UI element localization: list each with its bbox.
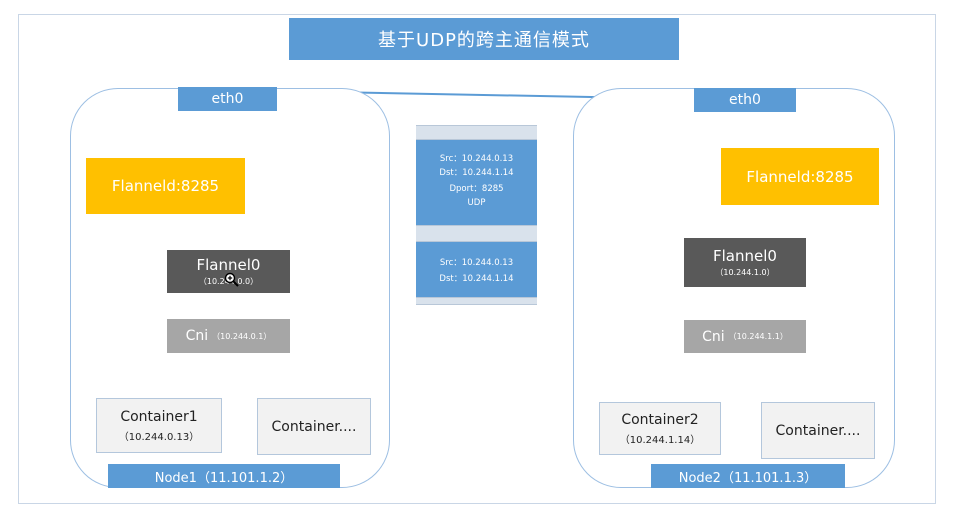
udp-packet: Src：10.244.0.13 Dst：10.244.1.14 Dport：82… xyxy=(416,125,537,305)
node2-cni-label: Cni xyxy=(702,328,725,345)
node1-eth0: eth0 xyxy=(178,87,277,111)
node1-cni-ip: （10.244.0.1） xyxy=(212,331,272,341)
node1-container-more-label: Container.... xyxy=(271,418,357,435)
node1-label: Node1（11.101.1.2） xyxy=(108,464,340,488)
node1-container1: Container1 （10.244.0.13） xyxy=(96,398,222,453)
diagram-title: 基于UDP的跨主通信模式 xyxy=(289,18,679,60)
node2-container-more: Container.... xyxy=(761,402,875,459)
node2-container2-ip: （10.244.1.14） xyxy=(619,434,701,446)
packet-outer-proto: UDP xyxy=(467,198,486,208)
node1-cni-label: Cni xyxy=(185,328,209,344)
node1-flannel0-label: Flannel0 xyxy=(196,256,261,274)
node2-cni-ip: （10.244.1.1） xyxy=(728,332,788,341)
zoom-in-magnifier-icon xyxy=(224,272,239,287)
node1-container1-ip: （10.244.0.13） xyxy=(118,431,200,443)
node2-cni: Cni （10.244.1.1） xyxy=(684,320,806,353)
node2-eth0: eth0 xyxy=(694,88,796,112)
packet-header-strip xyxy=(416,125,537,140)
node2-label: Node2（11.101.1.3） xyxy=(651,464,845,488)
node2-container2-label: Container2 xyxy=(621,411,699,428)
node1-flanneld: Flanneld:8285 xyxy=(86,158,245,214)
node2-flanneld: Flanneld:8285 xyxy=(721,148,879,205)
packet-divider-strip xyxy=(416,225,537,242)
node2-flannel0-label: Flannel0 xyxy=(713,247,777,265)
node1-container-more: Container.... xyxy=(257,398,371,455)
node2-flannel0-ip: （10.244.1.0） xyxy=(715,268,775,277)
packet-outer-dport: Dport：8285 xyxy=(449,184,504,194)
node2-flannel0: Flannel0 （10.244.1.0） xyxy=(684,238,806,287)
packet-inner-src: Src：10.244.0.13 xyxy=(439,258,514,268)
node1-container1-label: Container1 xyxy=(120,408,198,425)
packet-outer-src: Src：10.244.0.13 xyxy=(439,154,514,164)
node1-cni: Cni （10.244.0.1） xyxy=(167,319,290,353)
node2-container2: Container2 （10.244.1.14） xyxy=(599,402,721,455)
packet-outer-dst: Dst：10.244.1.14 xyxy=(439,168,514,178)
node2-container-more-label: Container.... xyxy=(775,422,861,439)
packet-footer-strip xyxy=(416,297,537,305)
packet-inner-dst: Dst：10.244.1.14 xyxy=(439,274,514,284)
